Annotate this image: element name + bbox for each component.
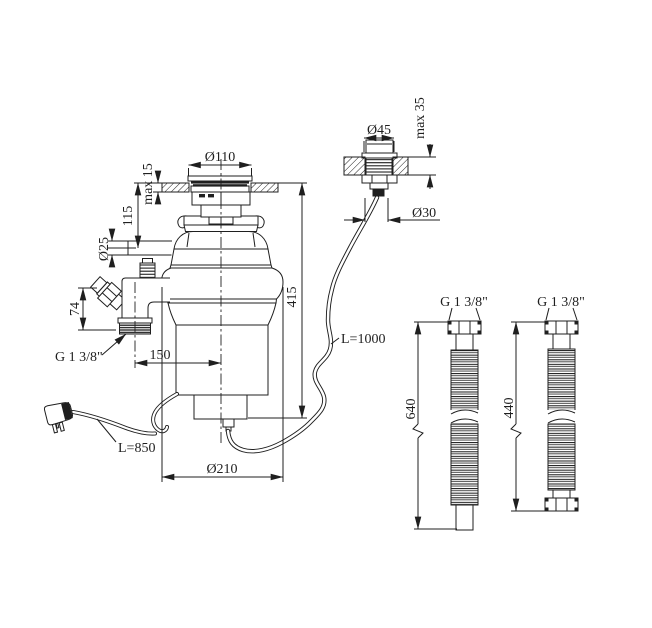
label-415: 415 — [285, 287, 300, 308]
switch-lip — [361, 152, 398, 159]
switch-button — [365, 139, 394, 154]
air-hose — [225, 195, 380, 454]
label-74: 74 — [68, 302, 83, 316]
flex-hose-short — [544, 307, 579, 512]
unit-bottom-block — [193, 394, 248, 420]
air-nipple — [222, 418, 235, 428]
sink-flange-assembly — [161, 175, 279, 193]
disposer-unit — [160, 175, 284, 432]
counter-hatch-right — [392, 156, 409, 176]
power-plug — [43, 402, 74, 434]
hose-nut — [447, 320, 482, 335]
label-hose-short-length: 440 — [502, 398, 517, 419]
label-air-hose: L=1000 — [341, 332, 385, 347]
hose-plain-end — [455, 504, 474, 531]
label-hose-short-thread: G 1 3/8" — [537, 295, 585, 310]
hose-nut — [544, 320, 579, 335]
dishwasher-nipple — [139, 262, 156, 279]
label-hole-dia: Ø30 — [412, 206, 436, 221]
label-inlet-dia: Ø25 — [97, 237, 112, 261]
corrugation — [450, 349, 479, 413]
counter-hatch-left — [343, 156, 366, 176]
dimensions — [78, 134, 546, 530]
corrugation — [450, 423, 479, 506]
power-cord — [43, 392, 179, 436]
label-body-dia: Ø210 — [206, 462, 237, 477]
air-hose-leader — [330, 337, 340, 345]
label-115: 115 — [121, 206, 136, 226]
switch-locknut — [361, 174, 398, 184]
hose-connector — [372, 189, 385, 197]
label-flange-dia: Ø110 — [205, 150, 236, 165]
label-sink-thickness: max 15 — [141, 163, 156, 205]
unit-taper — [167, 302, 277, 326]
unit-lower-cylinder — [175, 324, 269, 396]
label-outlet-thread: G 1 3/8" — [55, 350, 103, 365]
thread-leader — [101, 333, 127, 356]
air-switch-detail — [343, 139, 409, 197]
sink-deck-hatch-right — [250, 182, 279, 193]
label-hose-long-thread: G 1 3/8" — [440, 295, 488, 310]
plug-pin — [51, 423, 59, 434]
label-power-cord: L=850 — [118, 441, 155, 456]
label-hose-long-length: 640 — [404, 399, 419, 420]
sink-deck-hatch-left — [161, 182, 190, 193]
unit-bulge — [160, 267, 284, 300]
flex-hose-long — [447, 307, 482, 531]
plug-pin — [58, 421, 65, 432]
label-150: 150 — [150, 348, 171, 363]
label-counter-thickness: max 35 — [413, 97, 428, 139]
corrugation — [547, 348, 576, 413]
label-button-dia: Ø45 — [367, 123, 391, 138]
switch-thread-shank — [365, 157, 393, 176]
corrugation — [547, 423, 576, 491]
hose-nut — [544, 497, 579, 512]
dimension-labels: Ø110 max 15 115 Ø25 74 G 1 3/8" 150 415 … — [55, 97, 585, 477]
cord-leader — [96, 418, 117, 443]
splash-guard-rim — [187, 175, 253, 182]
